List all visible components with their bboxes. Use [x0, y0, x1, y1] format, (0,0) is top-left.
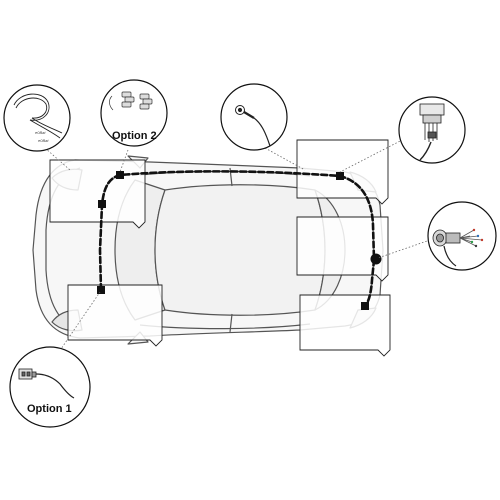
callout-towbar-socket	[427, 201, 497, 271]
connector-front-left	[98, 200, 106, 208]
callout-connector-plug	[398, 96, 466, 164]
connector-rear-top	[336, 172, 344, 180]
inset-front-bottom	[67, 284, 163, 347]
connector-rear-bottom	[361, 302, 369, 310]
callout-wire-coil: e0Bat e0Bat	[3, 84, 71, 152]
inset-rear-middle	[296, 216, 389, 282]
option-2-label: Option 2	[112, 130, 157, 142]
option-1-label: Option 1	[27, 403, 72, 415]
wiring-harness	[98, 170, 376, 308]
wire-tag-a: e0Bat	[35, 130, 46, 135]
wire-coil-icon	[13, 93, 63, 139]
inset-frames	[49, 139, 391, 357]
callout-option-1: Option 1	[9, 346, 91, 428]
leader-socket	[377, 239, 431, 259]
leader-option2	[119, 149, 129, 173]
connector-front-bottom	[97, 286, 105, 294]
connector-front-top	[116, 171, 124, 179]
ground-ring-terminal-icon	[235, 105, 271, 147]
callout-ground-terminal	[220, 83, 288, 151]
leader-ground	[264, 147, 306, 171]
harness-main-route	[98, 170, 376, 308]
callout-option-2: Option 2	[100, 79, 168, 147]
towbar-socket-icon	[432, 228, 484, 267]
connector-plug-icon	[419, 103, 445, 161]
harness-connectors	[97, 171, 382, 310]
door-line-bottom	[229, 313, 233, 333]
relay-module-icon	[18, 368, 75, 399]
inset-rear-bottom	[299, 294, 391, 357]
cable-clip-icon	[109, 91, 153, 111]
connector-rear-socket	[370, 253, 382, 265]
inset-front-top	[49, 159, 146, 229]
wire-tag-b: e0Bat	[38, 138, 49, 143]
